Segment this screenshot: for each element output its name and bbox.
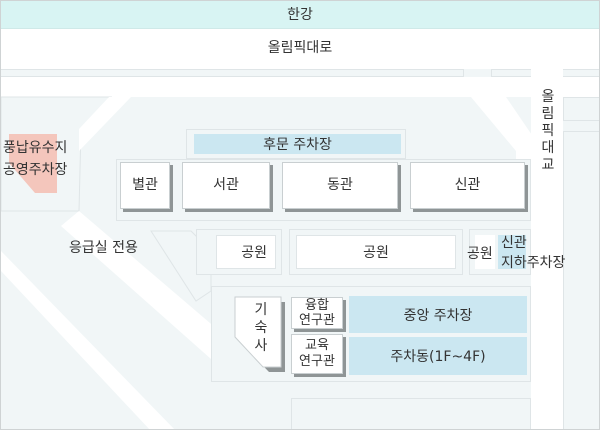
new-underground-parking-label: 신관 지하주차장 bbox=[501, 235, 566, 271]
back-gate-parking[interactable]: 후문 주차장 bbox=[194, 134, 401, 154]
building-east[interactable]: 동관 bbox=[282, 162, 398, 209]
park-3-label: 공원 bbox=[467, 246, 493, 262]
building-education-research[interactable]: 교육 연구관 bbox=[291, 334, 343, 374]
public-parking-label: 풍납유수지 공영주차장 bbox=[3, 140, 68, 178]
campus-block-bottom bbox=[291, 398, 531, 429]
bridge-road-label: 올 림 픽 대 교 bbox=[541, 89, 555, 173]
building-new[interactable]: 신관 bbox=[410, 162, 525, 209]
building-convergence-research[interactable]: 융합 연구관 bbox=[291, 297, 343, 329]
east-block-top bbox=[563, 97, 599, 121]
olympic-road bbox=[1, 29, 599, 69]
east-block bbox=[563, 131, 599, 429]
park-1: 공원 bbox=[216, 235, 276, 269]
new-underground-parking[interactable] bbox=[498, 235, 526, 269]
building-annex[interactable]: 별관 bbox=[120, 162, 170, 209]
road-strip bbox=[1, 69, 464, 77]
emergency-only-label: 응급실 전용 bbox=[69, 240, 138, 256]
park-2: 공원 bbox=[296, 235, 456, 269]
han-river: 한강 bbox=[1, 1, 599, 29]
park-3 bbox=[475, 235, 495, 269]
parking-building[interactable]: 주차동(1F~4F) bbox=[349, 337, 527, 375]
building-dormitory[interactable]: 기 숙 사 bbox=[254, 302, 268, 354]
building-west[interactable]: 서관 bbox=[182, 162, 270, 209]
service-road bbox=[1, 77, 599, 97]
central-parking[interactable]: 중앙 주차장 bbox=[349, 296, 527, 333]
olympic-road-label: 올림픽대로 bbox=[267, 40, 333, 56]
olympic-bridge-road bbox=[531, 69, 563, 429]
